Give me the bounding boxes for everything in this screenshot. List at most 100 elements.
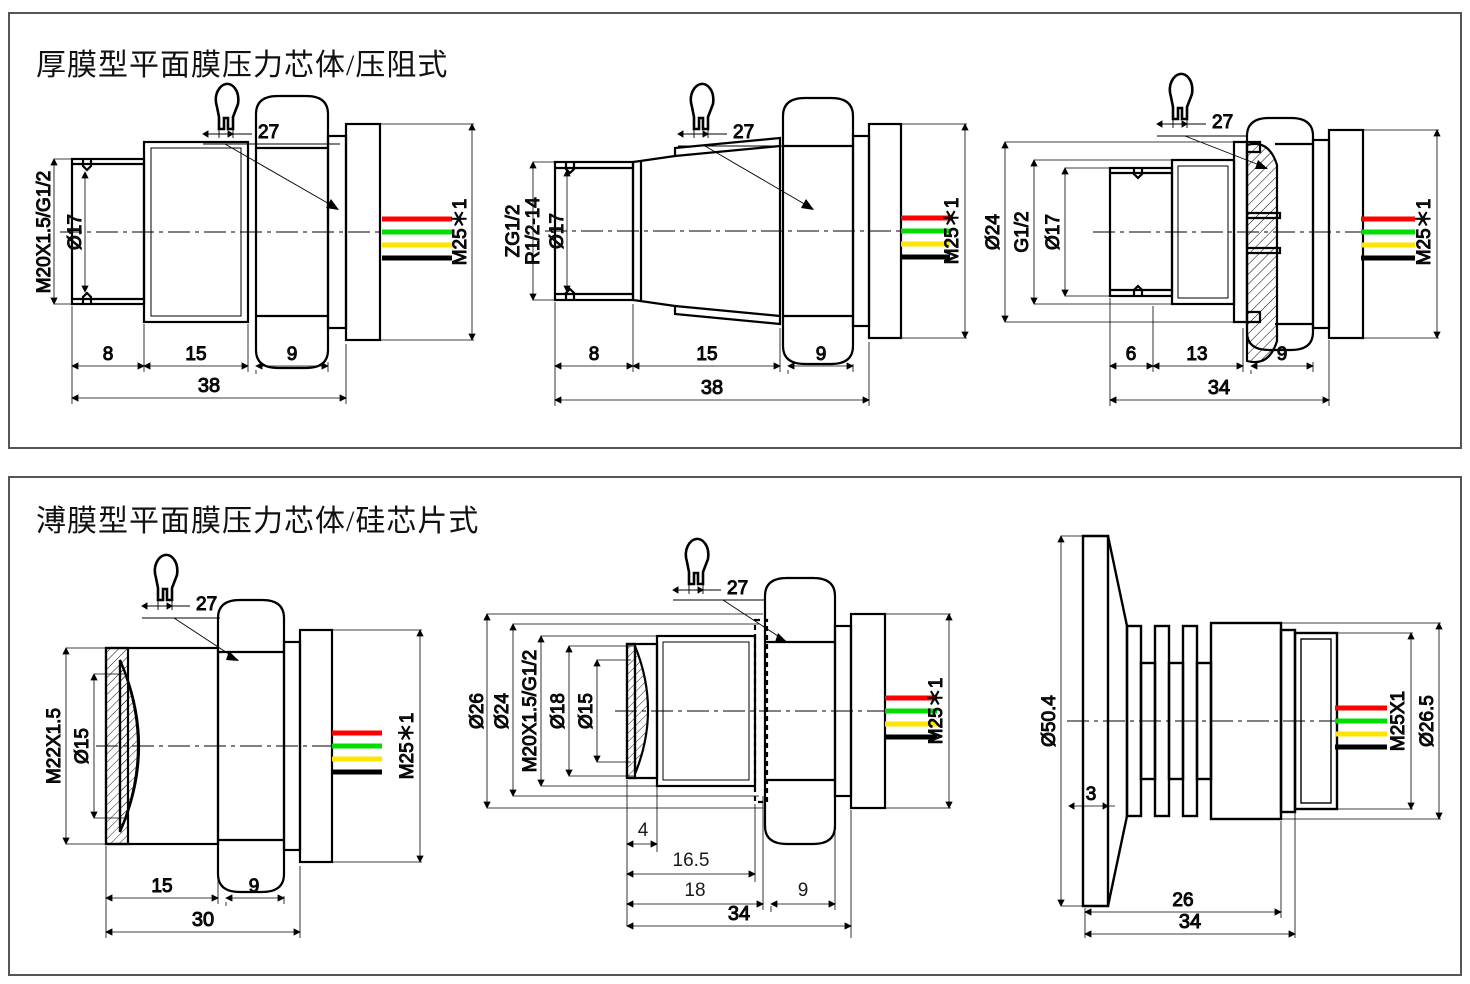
dim-bore15 (90, 673, 124, 819)
left-label-2: Ø17 (547, 213, 568, 249)
chain-dim-2: 18 (684, 880, 705, 901)
figure-thinfilm-m22-sensor: 27 (24, 548, 464, 958)
dim-m25 (380, 123, 476, 341)
right-label-1: Ø26.5 (1417, 695, 1438, 747)
dim-outer-left (50, 158, 76, 305)
left-label-0: M20X1.5/G1/2 (34, 171, 55, 294)
wrench-icon (689, 82, 715, 131)
dim-m25 (332, 629, 424, 863)
dim-od18 (565, 645, 635, 777)
chain-dim-2: 9 (1277, 344, 1288, 365)
left-label-1: R1/2-14 (523, 197, 544, 265)
wrench-icon (153, 553, 179, 602)
dim-overall (626, 810, 852, 938)
left-label-1: Ø17 (65, 214, 86, 250)
right-label-0: M25＊1 (926, 678, 947, 745)
chain-dim-1: 16.5 (673, 850, 710, 871)
dim-outer-left (529, 161, 557, 301)
right-label-0: M25＊1 (450, 199, 471, 266)
chain-dim-0: 6 (1126, 344, 1137, 365)
chain-dim-2: 9 (287, 344, 298, 365)
wrench-icon (684, 537, 710, 586)
right-label-0: M25X1 (1388, 691, 1409, 751)
left-label-0: ZG1/2 (503, 205, 524, 258)
dim-overall (554, 342, 870, 406)
dim-od26 (483, 613, 763, 809)
dim-m25 (901, 123, 969, 339)
chain-dim-0: 15 (151, 876, 172, 897)
wire-bundle (901, 215, 950, 260)
wire-bundle (1361, 216, 1415, 261)
left-label-1: G1/2 (1012, 211, 1033, 252)
wire-bundle (1335, 705, 1387, 750)
dim-chain: 4 16.5 18 9 (626, 780, 836, 926)
figure-thickfilm-g12-section-sensor: 27 (975, 72, 1463, 434)
panel-title-thick-film: 厚膜型平面膜压力芯体/压阻式 (36, 49, 449, 82)
dim-od24 (1001, 141, 1237, 323)
dim-chain (71, 306, 329, 374)
overall-dim: 34 (1179, 911, 1201, 933)
overall-dim: 34 (1208, 377, 1230, 399)
figure-thickfilm-m20-sensor: 27 (20, 74, 500, 434)
wrench-size-label: 27 (733, 122, 754, 143)
figure-thinfilm-flange-sensor: Ø50.4 3 M25X1 (1005, 518, 1465, 948)
right-label-0: M25＊1 (1414, 199, 1435, 266)
wrench-size-label: 27 (727, 578, 748, 599)
dim-chain (105, 846, 285, 906)
chain-dim-1: 15 (696, 344, 717, 365)
chain-dim-0: 26 (1172, 890, 1193, 911)
dim-chain (554, 302, 854, 374)
leader-line (224, 143, 339, 210)
overall-dim: 38 (701, 377, 723, 399)
left-label-1: Ø24 (492, 693, 513, 729)
panel-title-thin-film: 溥膜型平面膜压力芯体/硅芯片式 (36, 505, 480, 538)
chain-dim-0: 4 (638, 820, 649, 841)
left-label-2: M20X1.5/G1/2 (520, 650, 541, 773)
dim-chain (1084, 811, 1296, 938)
dim-m20 (537, 635, 659, 787)
chain-dim-3: 9 (798, 880, 809, 901)
chain-dim-1: 13 (1186, 344, 1207, 365)
dim-27 (141, 600, 190, 610)
chain-dim-0: 8 (589, 344, 600, 365)
wire-bundle (885, 695, 937, 740)
chain-dim-1: 15 (185, 344, 206, 365)
dim-27 (1156, 119, 1206, 128)
left-label-2: Ø17 (1043, 214, 1064, 250)
wrench-size-label: 27 (258, 122, 279, 143)
chain-dim-2: 9 (816, 344, 827, 365)
dim-overall (105, 866, 301, 938)
dim-od15 (593, 659, 631, 763)
figure-thinfilm-m20-flush-sensor: 27 (467, 537, 955, 958)
dim-bore (563, 169, 571, 293)
dim-g12 (1030, 159, 1175, 305)
part-outline (1108, 116, 1365, 364)
panel-thick-film: 厚膜型平面膜压力芯体/压阻式 27 (8, 12, 1462, 449)
dim-od504 (1057, 535, 1085, 907)
dim-bore (1061, 167, 1113, 297)
wrench-size-label: 27 (196, 594, 217, 615)
dim-chain (1109, 298, 1314, 374)
wrench-size-label: 27 (1212, 112, 1233, 133)
overall-dim: 34 (728, 903, 750, 925)
leader-line (704, 145, 814, 210)
dim-od24 (509, 623, 759, 797)
dim-overall (1084, 930, 1296, 938)
dim-3 (1068, 800, 1115, 810)
left-label-1: Ø15 (72, 728, 93, 764)
chain-dim-1: 9 (249, 876, 260, 897)
left-label-0: M22X1.5 (44, 708, 65, 784)
overall-dim: 38 (198, 375, 220, 397)
wrench-icon (214, 82, 240, 131)
dim-od265 (1281, 622, 1443, 820)
dim-bore (81, 171, 89, 293)
dim-m22 (62, 647, 108, 845)
dim-27 (202, 129, 252, 138)
left-label-0: Ø26 (467, 693, 488, 729)
left-label-4: Ø15 (576, 693, 597, 729)
wire-bundle (382, 216, 452, 261)
wire-bundle (332, 730, 382, 775)
left-label-3: Ø18 (548, 693, 569, 729)
dim-m25 (1337, 632, 1415, 810)
chain-dim-0: 8 (103, 344, 114, 365)
